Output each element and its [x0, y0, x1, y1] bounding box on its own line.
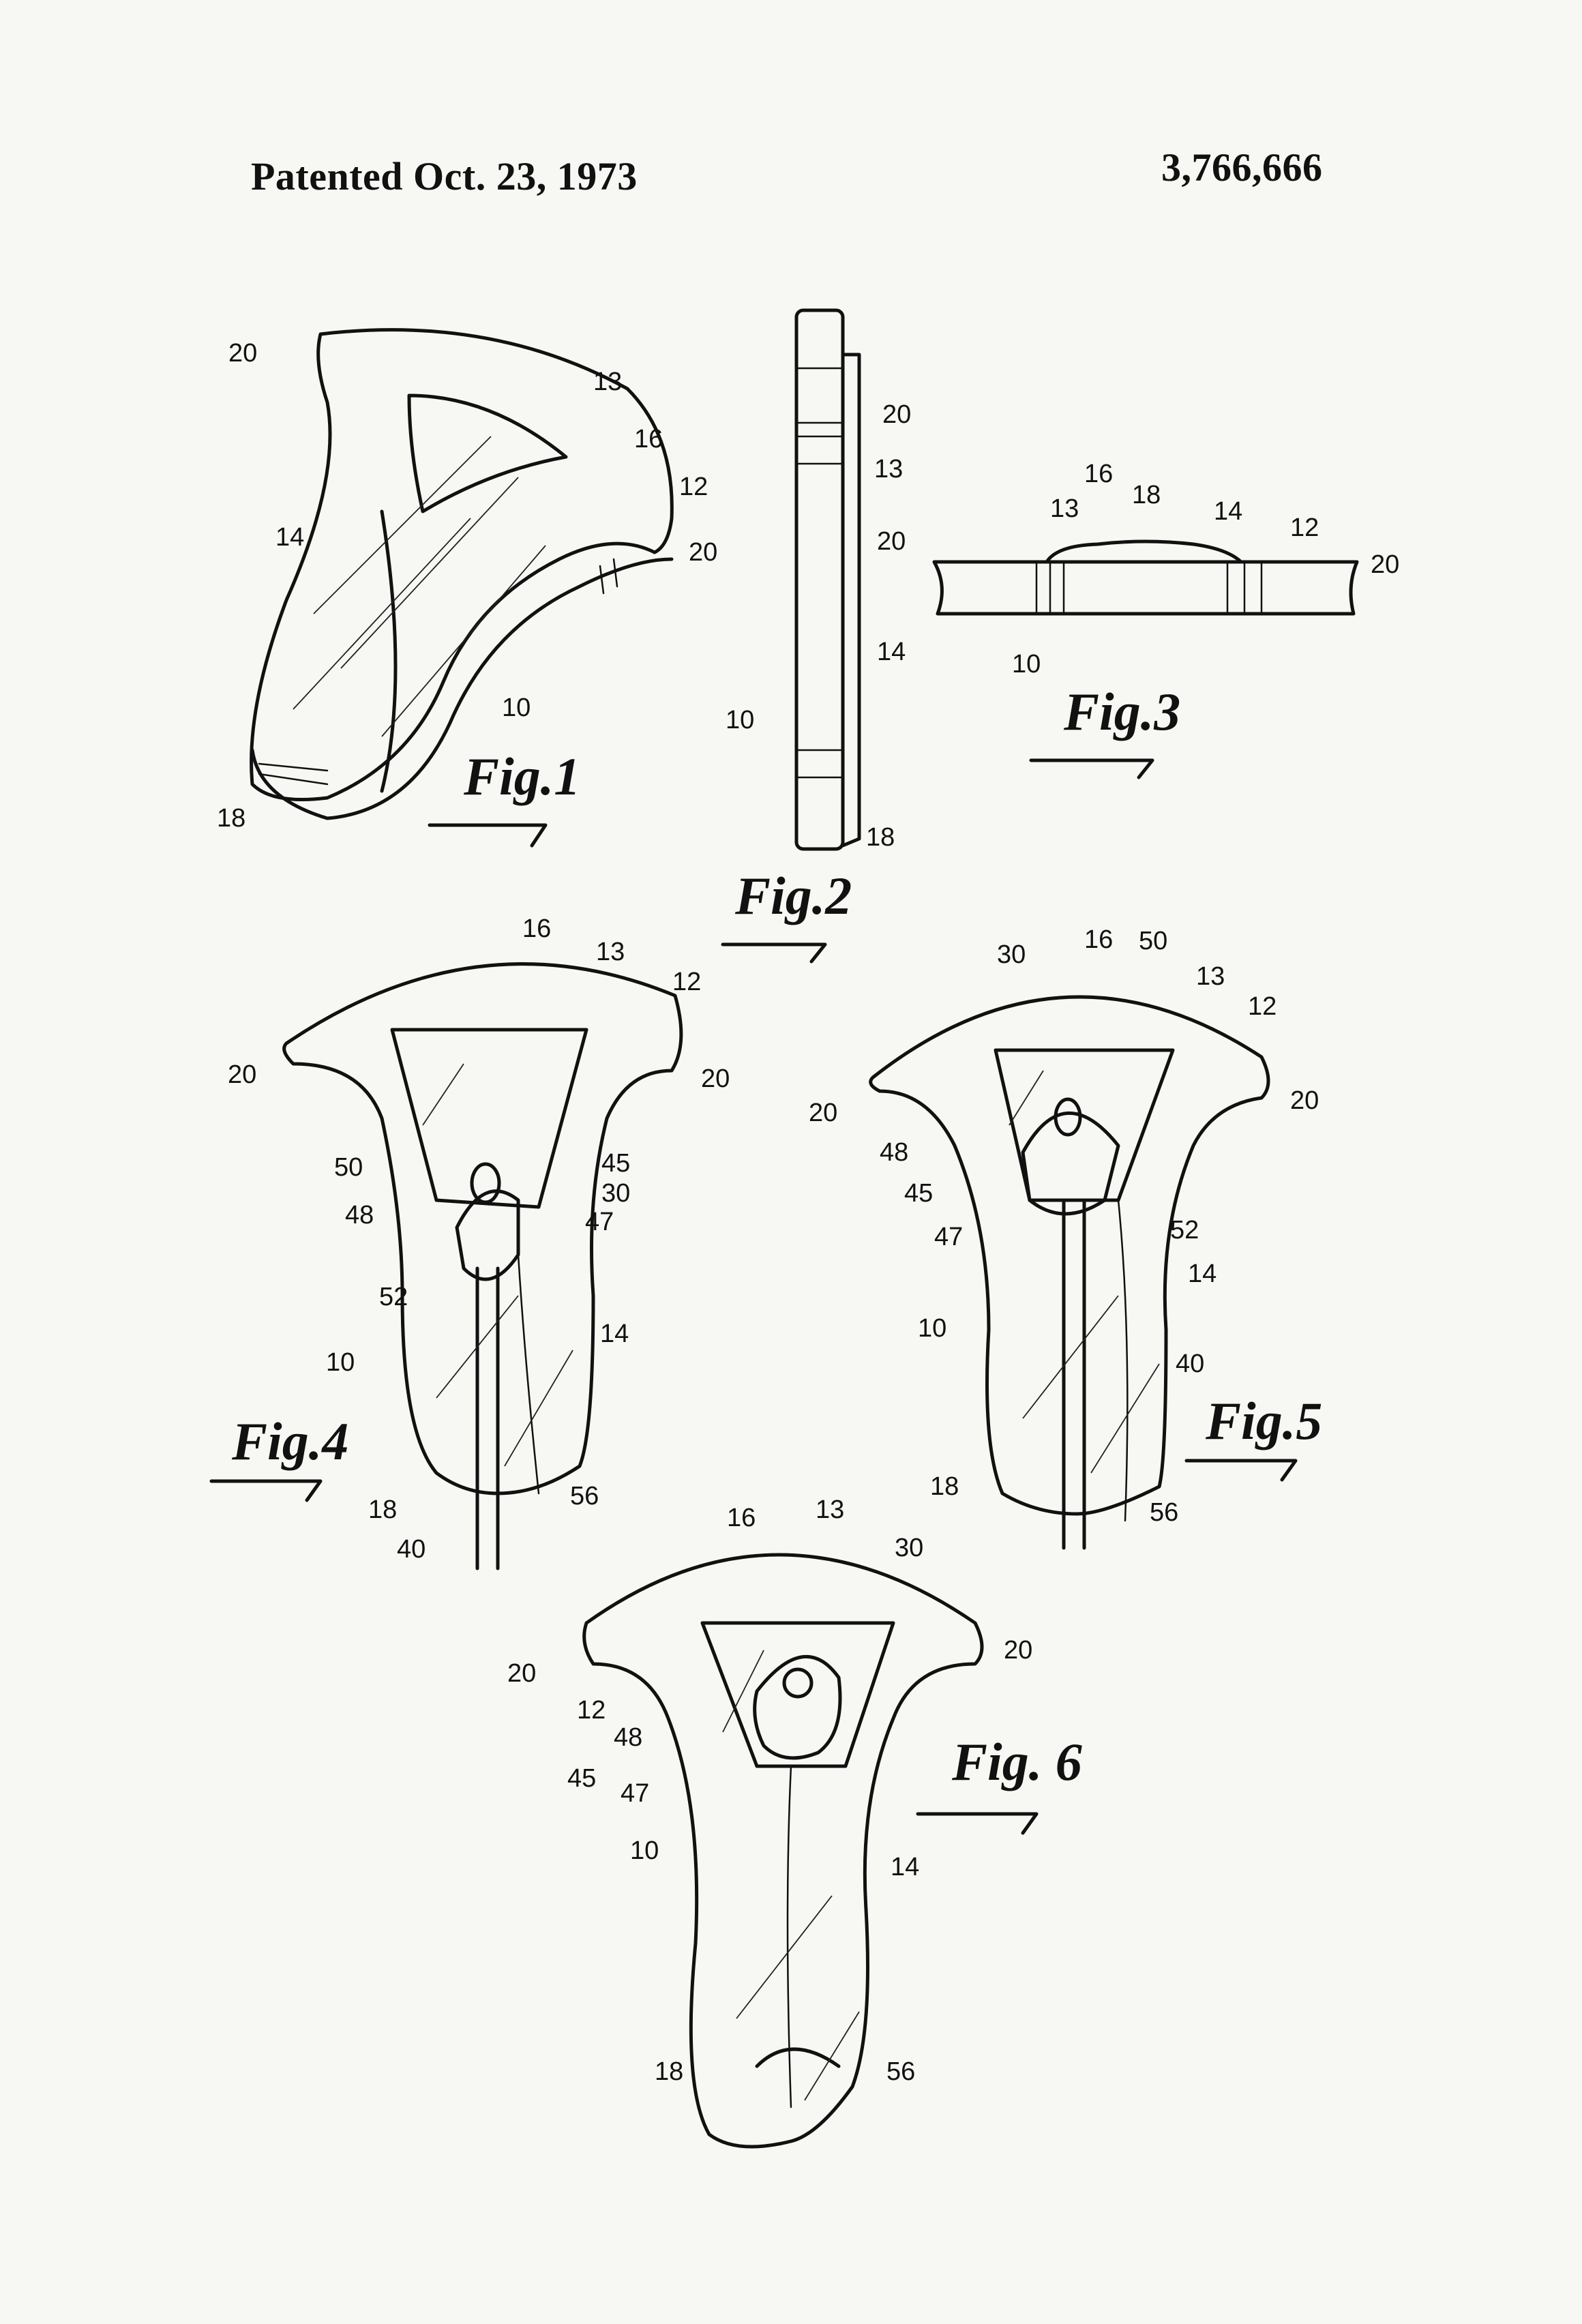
figure-4: 16 13 12 20 20 50 45 30 48 47 52 14 10 1…: [211, 914, 730, 1568]
ref-label: 14: [877, 638, 906, 666]
ref-label: 45: [601, 1149, 630, 1178]
ref-label: 16: [1084, 460, 1113, 488]
ref-label: 48: [345, 1201, 374, 1230]
ref-label: 20: [228, 339, 257, 368]
ref-label: 30: [895, 1534, 923, 1562]
ref-label: 10: [326, 1348, 355, 1377]
figure-3: 16 13 18 14 12 20 20 10 Fig.3: [877, 460, 1399, 777]
ref-label: 20: [1004, 1636, 1032, 1665]
caption-underline: [723, 944, 825, 962]
caption-underline: [918, 1814, 1036, 1833]
figure-4-caption: Fig.4: [231, 1412, 348, 1471]
ref-label: 45: [904, 1179, 933, 1208]
ref-label: 48: [614, 1723, 642, 1752]
ref-label: 10: [502, 694, 531, 722]
figure-3-caption: Fig.3: [1063, 682, 1180, 741]
ref-label: 14: [891, 1853, 919, 1881]
figure-4-drawing: [284, 964, 681, 1568]
ref-label: 48: [880, 1138, 908, 1167]
figure-6: 16 13 30 20 20 12 48 45 47 10 14 18 56 F…: [507, 1495, 1082, 2147]
ref-label: 30: [601, 1179, 630, 1208]
ref-label: 20: [701, 1064, 730, 1093]
ref-label: 47: [585, 1208, 614, 1236]
caption-underline: [1186, 1461, 1296, 1480]
ref-label: 13: [593, 368, 622, 396]
ref-label: 40: [1176, 1350, 1204, 1378]
ref-label: 56: [570, 1482, 599, 1510]
ref-label: 20: [228, 1060, 256, 1089]
ref-label: 13: [1196, 962, 1225, 991]
ref-label: 47: [934, 1223, 963, 1251]
ref-label: 47: [621, 1779, 649, 1808]
ref-label: 56: [1150, 1498, 1178, 1527]
figure-3-labels: 16 13 18 14 12 20 20 10: [877, 460, 1399, 679]
figure-2-caption: Fig.2: [734, 866, 852, 925]
ref-label: 12: [1290, 513, 1319, 542]
figure-2: 20 13 14 10 18 Fig.2: [723, 310, 911, 962]
ref-label: 18: [1132, 481, 1161, 509]
ref-label: 14: [275, 523, 304, 552]
ref-label: 50: [334, 1153, 363, 1182]
ref-label: 16: [522, 914, 551, 943]
figure-2-drawing: [796, 310, 859, 849]
ref-label: 10: [726, 706, 754, 734]
caption-underline: [211, 1481, 320, 1500]
figure-3-drawing: [934, 541, 1357, 614]
ref-label: 20: [689, 538, 717, 567]
ref-label: 13: [596, 938, 625, 966]
ref-label: 13: [816, 1495, 844, 1524]
ref-label: 20: [877, 527, 906, 556]
ref-label: 12: [672, 968, 701, 996]
caption-underline: [1031, 760, 1152, 777]
ref-label: 12: [679, 473, 708, 501]
ref-label: 12: [577, 1696, 606, 1725]
ref-label: 40: [397, 1535, 426, 1564]
ref-label: 16: [634, 425, 663, 453]
figure-5-caption: Fig.5: [1205, 1391, 1322, 1450]
ref-label: 45: [567, 1764, 596, 1793]
ref-label: 20: [507, 1659, 536, 1688]
ref-label: 18: [368, 1495, 397, 1524]
ref-label: 16: [727, 1504, 756, 1532]
ref-label: 20: [882, 400, 911, 429]
ref-label: 20: [809, 1099, 837, 1127]
ref-label: 16: [1084, 925, 1113, 954]
ref-label: 14: [600, 1320, 629, 1348]
ref-label: 13: [874, 455, 903, 483]
figure-1: 20 13 16 12 14 20 10 18 Fig.1: [217, 330, 717, 846]
ref-label: 52: [1170, 1216, 1199, 1245]
ref-label: 10: [1012, 650, 1041, 679]
figure-2-labels: 20 13 14 10 18: [726, 400, 911, 852]
ref-label: 52: [379, 1283, 408, 1311]
ref-label: 10: [918, 1314, 946, 1343]
ref-label: 20: [1371, 550, 1399, 579]
ref-label: 13: [1050, 494, 1079, 523]
ref-label: 18: [930, 1472, 959, 1501]
figure-5: 30 16 50 13 12 20 20 48 45 47 52 14 10 4…: [809, 925, 1322, 1548]
ref-label: 14: [1214, 497, 1242, 526]
figure-1-drawing: [252, 330, 672, 818]
ref-label: 10: [630, 1836, 659, 1865]
ref-label: 14: [1188, 1260, 1217, 1288]
ref-label: 18: [866, 823, 895, 852]
ref-label: 18: [655, 2057, 683, 2086]
figure-1-caption: Fig.1: [463, 747, 580, 806]
caption-underline: [430, 825, 546, 846]
ref-label: 12: [1248, 992, 1277, 1021]
ref-label: 30: [997, 940, 1026, 969]
figure-6-caption: Fig. 6: [951, 1732, 1082, 1791]
ref-label: 20: [1290, 1086, 1319, 1115]
ref-label: 56: [886, 2057, 915, 2086]
ref-label: 50: [1139, 927, 1167, 955]
ref-label: 18: [217, 804, 245, 833]
